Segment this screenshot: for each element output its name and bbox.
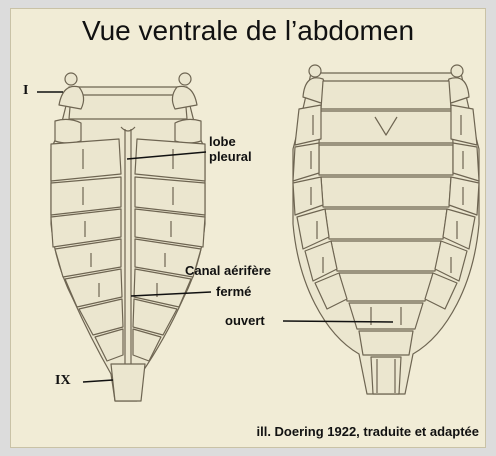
label-canal: Canal aérifère	[185, 263, 271, 278]
left-abdomen	[51, 73, 205, 401]
right-abdomen	[293, 65, 479, 394]
label-lobe: lobe	[209, 134, 236, 149]
figure-caption: ill. Doering 1922, traduite et adaptée	[256, 424, 479, 439]
segment-label-first: I	[23, 83, 28, 99]
segment-label-last: IX	[55, 373, 71, 389]
label-ouvert: ouvert	[225, 313, 265, 328]
label-pleural: pleural	[209, 149, 252, 164]
abdomen-illustration	[11, 9, 487, 449]
diagram-panel: Vue ventrale de l’abdomen	[10, 8, 486, 448]
label-ferme: fermé	[216, 284, 251, 299]
